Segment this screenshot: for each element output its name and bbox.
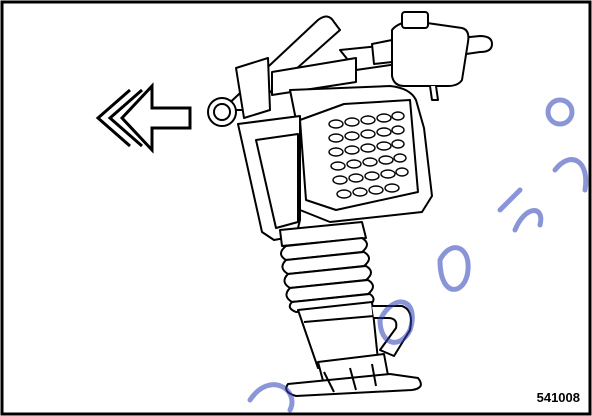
watermark (247, 97, 589, 413)
bellows (279, 221, 375, 313)
figure-number: 541008 (536, 390, 580, 405)
rammer-illustration (207, 11, 493, 397)
arrow-left-icon (95, 82, 192, 154)
